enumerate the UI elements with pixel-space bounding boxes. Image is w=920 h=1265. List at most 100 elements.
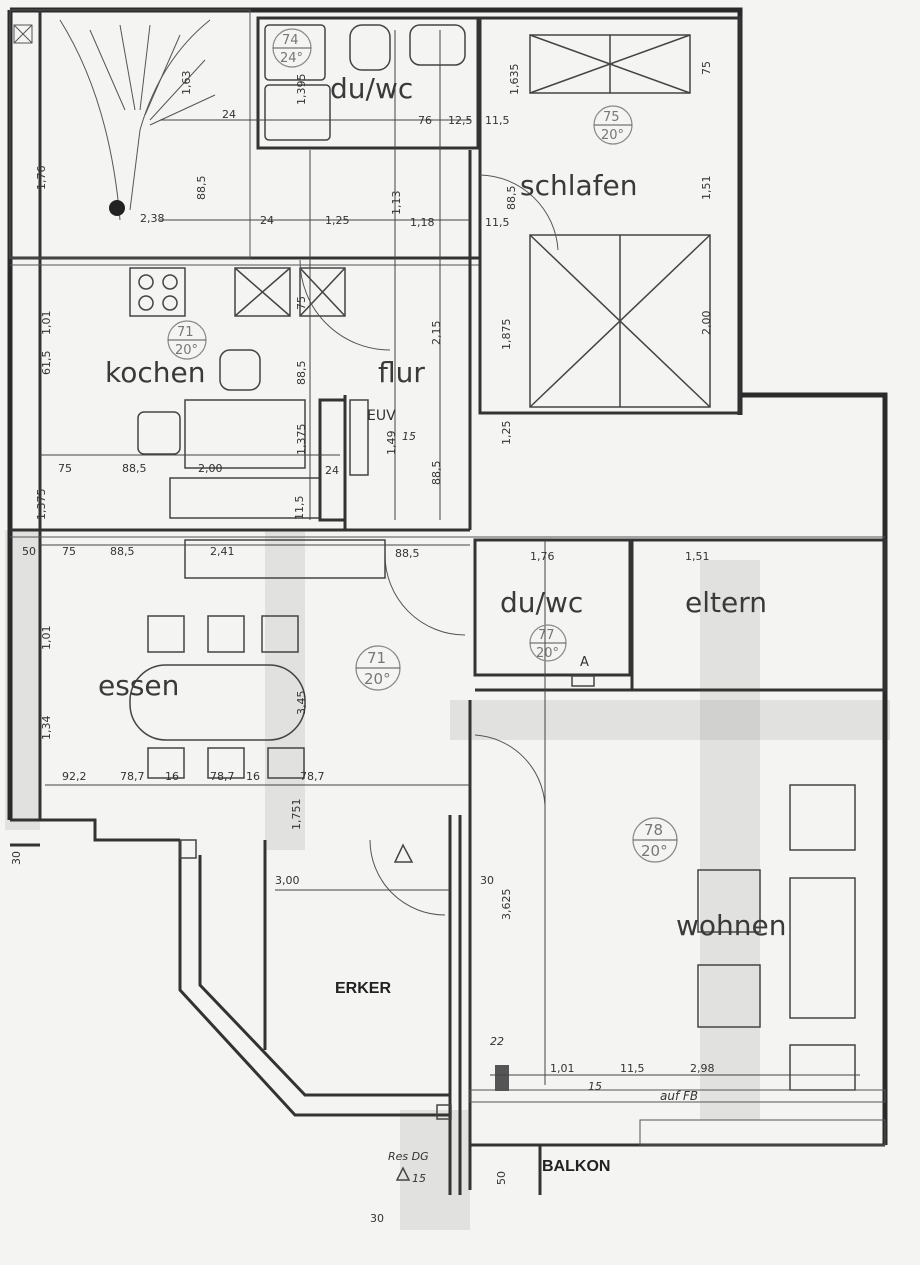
room-label-balkon: BALKON xyxy=(542,1158,610,1175)
svg-text:30: 30 xyxy=(10,851,23,865)
svg-text:12,5: 12,5 xyxy=(448,114,473,127)
staircase xyxy=(9,9,251,259)
svg-text:1,375: 1,375 xyxy=(295,424,308,456)
svg-text:88,5: 88,5 xyxy=(195,176,208,201)
scan-smudge xyxy=(400,1110,470,1230)
svg-text:2,38: 2,38 xyxy=(140,212,165,225)
svg-text:1,49: 1,49 xyxy=(385,431,398,456)
room-label-schlafen: schlafen xyxy=(520,169,638,202)
svg-text:88,5: 88,5 xyxy=(295,361,308,386)
door-swing xyxy=(299,259,391,351)
bay-erker xyxy=(178,815,462,1195)
svg-text:1,01: 1,01 xyxy=(40,311,53,336)
svg-text:1,13: 1,13 xyxy=(390,191,403,216)
svg-text:11,5: 11,5 xyxy=(485,216,510,229)
arrow-icon xyxy=(395,1166,411,1181)
svg-text:92,2: 92,2 xyxy=(62,770,87,783)
svg-text:71: 71 xyxy=(367,649,386,667)
svg-text:2,15: 2,15 xyxy=(430,321,443,346)
label-res-dg: Res DG xyxy=(388,1150,429,1163)
svg-text:20°: 20° xyxy=(175,343,198,358)
room-label-du-wc-top: du/wc xyxy=(330,72,413,105)
room-circle: 78 20° xyxy=(632,817,678,863)
svg-text:75: 75 xyxy=(603,110,620,125)
bedroom-eltern xyxy=(475,538,887,692)
svg-text:2,41: 2,41 xyxy=(210,545,235,558)
scan-smudge xyxy=(450,700,890,740)
svg-text:50: 50 xyxy=(22,545,36,558)
svg-text:74: 74 xyxy=(282,33,299,48)
svg-text:71: 71 xyxy=(177,325,194,340)
svg-text:2,98: 2,98 xyxy=(690,1062,715,1075)
svg-text:1,25: 1,25 xyxy=(325,214,350,227)
svg-text:20°: 20° xyxy=(641,842,668,860)
svg-text:78,7: 78,7 xyxy=(120,770,145,783)
svg-text:1,34: 1,34 xyxy=(40,716,53,741)
room-label-du-wc-mid: du/wc xyxy=(500,586,583,619)
label-auf-fb: auf FB xyxy=(660,1089,698,1103)
svg-text:30: 30 xyxy=(370,1212,384,1225)
room-label-eltern: eltern xyxy=(685,586,767,619)
svg-text:61,5: 61,5 xyxy=(40,351,53,376)
room-label-erker: ERKER xyxy=(335,980,391,997)
svg-text:3,625: 3,625 xyxy=(500,889,513,921)
svg-text:78,7: 78,7 xyxy=(300,770,325,783)
svg-text:22: 22 xyxy=(490,1035,504,1048)
svg-text:88,5: 88,5 xyxy=(505,186,518,211)
bathroom-top xyxy=(256,16,480,150)
bathroom-mid xyxy=(473,538,632,687)
room-label-flur: flur xyxy=(378,356,425,389)
door-swing xyxy=(384,554,466,636)
bedroom-schlafen xyxy=(478,16,742,415)
svg-text:3,45: 3,45 xyxy=(295,691,308,716)
scan-smudge xyxy=(700,560,760,1120)
room-circle: 77 20° xyxy=(529,624,567,662)
svg-text:24: 24 xyxy=(260,214,274,227)
room-circle: 71 20° xyxy=(167,320,207,360)
svg-text:88,5: 88,5 xyxy=(110,545,135,558)
svg-text:1,01: 1,01 xyxy=(550,1062,575,1075)
svg-text:20°: 20° xyxy=(536,646,559,661)
kitchen-kochen xyxy=(129,267,369,522)
svg-text:1,18: 1,18 xyxy=(410,216,435,229)
room-circle: 74 24° xyxy=(272,28,312,68)
svg-text:78: 78 xyxy=(644,821,663,839)
svg-text:1,875: 1,875 xyxy=(500,319,513,351)
room-circle: 71 20° xyxy=(355,645,401,691)
svg-text:75: 75 xyxy=(700,61,713,75)
svg-text:75: 75 xyxy=(295,296,308,310)
svg-text:15: 15 xyxy=(412,1172,426,1185)
dining-essen xyxy=(129,539,386,779)
svg-text:78,7: 78,7 xyxy=(210,770,235,783)
svg-text:1,375: 1,375 xyxy=(35,489,48,521)
svg-text:1,76: 1,76 xyxy=(35,166,48,191)
svg-text:1,51: 1,51 xyxy=(700,176,713,201)
svg-text:1,51: 1,51 xyxy=(685,550,710,563)
svg-text:15: 15 xyxy=(588,1080,602,1093)
room-label-kochen: kochen xyxy=(105,356,205,389)
svg-text:2,00: 2,00 xyxy=(700,311,713,336)
room-label-wohnen: wohnen xyxy=(676,909,787,942)
label-euv: EUV xyxy=(367,408,396,424)
svg-text:1,25: 1,25 xyxy=(500,421,513,446)
svg-text:1,751: 1,751 xyxy=(290,799,303,831)
dimension-lines xyxy=(40,30,860,1085)
svg-text:75: 75 xyxy=(62,545,76,558)
svg-text:88,5: 88,5 xyxy=(122,462,147,475)
svg-text:88,5: 88,5 xyxy=(395,547,420,560)
scan-smudge xyxy=(265,530,305,850)
svg-text:20°: 20° xyxy=(364,670,391,688)
svg-text:24: 24 xyxy=(222,108,236,121)
room-circle: 75 20° xyxy=(593,105,633,145)
svg-text:88,5: 88,5 xyxy=(430,461,443,486)
svg-text:1,01: 1,01 xyxy=(40,626,53,651)
room-label-essen: essen xyxy=(98,669,179,702)
svg-text:2,00: 2,00 xyxy=(198,462,223,475)
dimension-labels: 1,63 1,76 2,38 24 88,5 1,395 76 12,5 11,… xyxy=(10,61,715,1225)
svg-text:76: 76 xyxy=(418,114,432,127)
balcony-balkon xyxy=(469,1089,886,1195)
svg-text:1,76: 1,76 xyxy=(530,550,555,563)
svg-text:16: 16 xyxy=(246,770,260,783)
living-wohnen xyxy=(468,700,856,1190)
